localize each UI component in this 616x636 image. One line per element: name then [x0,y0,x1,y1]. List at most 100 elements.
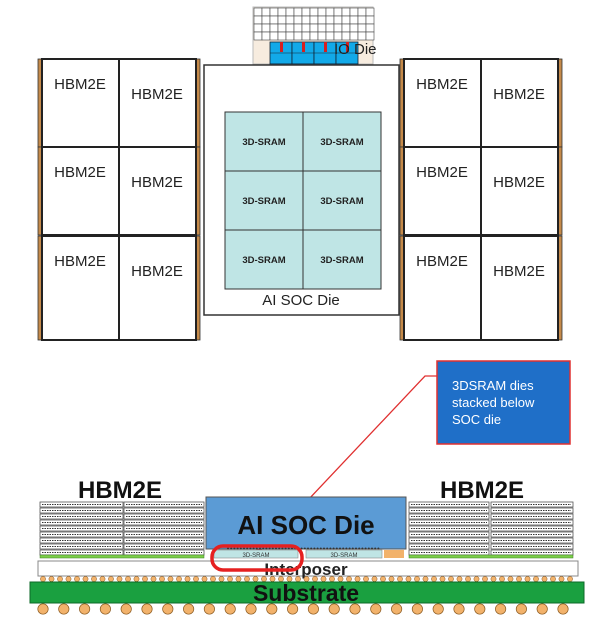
hbm-label: HBM2E [416,164,468,181]
hbm-right-label: HBM2E [440,477,524,504]
soc-die-label: AI SOC Die [262,292,340,309]
c4-bump [227,576,233,582]
hbm-dram-layer [39,519,124,526]
hbm-dram-layer [39,507,124,514]
hbm-label: HBM2E [131,174,183,191]
hbm-block [41,235,120,341]
io-grid-cell [325,15,335,25]
interposer-label: Interposer [264,560,348,579]
solder-ball [37,603,49,615]
hbm-base-die [408,554,574,559]
c4-bump [210,576,216,582]
io-grid-cell [309,23,319,33]
io-grid-cell [261,31,271,41]
solder-ball [99,603,111,615]
c4-bump [490,576,497,582]
hbm-block [480,146,559,236]
io-grid-cell [285,23,295,33]
c4-bump [456,576,463,582]
io-grid-cell [325,31,335,41]
io-grid-cell [349,31,359,41]
io-grid-cell [349,23,359,33]
c4-bump [431,576,437,582]
io-die-grid [253,7,375,41]
hbm-block [480,235,559,341]
solder-ball [349,603,361,615]
hbm-dram-layer [39,537,124,544]
sram-tile-label: 3D-SRAM [242,255,285,266]
c4-bump [499,576,505,582]
sram-die-1-label: 3D-SRAM [242,553,269,559]
hbm-label: HBM2E [131,263,183,280]
c4-bump [533,576,539,582]
io-grid-cell [301,23,311,33]
io-grid-cell [317,15,327,25]
sram-tile [224,229,304,290]
solder-ball [120,603,132,615]
c4-bump [74,576,80,582]
io-grid-cell [333,23,343,33]
c4-bump [167,576,174,582]
c4-bump [465,576,471,582]
io-grid-cell [269,7,279,17]
solder-ball [58,603,70,615]
solder-ball [266,603,278,615]
hbm-label: HBM2E [493,174,545,191]
io-grid-cell [349,15,359,25]
io-grid-cell [365,7,375,17]
io-grid-cell [317,23,327,33]
hbm-block [403,58,482,148]
c4-bump [422,576,429,582]
c4-bump [397,576,403,582]
sram-tile-label: 3D-SRAM [320,255,363,266]
c4-bumps [40,576,573,582]
io-grid-cell [325,7,335,17]
io-grid-cell [277,7,287,17]
io-grid-cell [253,15,263,25]
c4-bump [82,576,89,582]
solder-ball [287,603,299,615]
hbm-label: HBM2E [493,86,545,103]
c4-bump [159,576,165,582]
io-grid-cell [293,15,303,25]
solder-ball [328,603,340,615]
sram-tile-label: 3D-SRAM [320,196,363,207]
c4-bump [201,576,208,582]
hbm-block [118,235,197,341]
solder-ball [432,603,444,615]
c4-bump [125,576,131,582]
solder-ball [536,603,548,615]
c4-bump [244,576,250,582]
c4-bump [40,576,46,582]
c4-bump [473,576,480,582]
solder-ball [141,603,153,615]
sram-tile [302,111,382,172]
io-grid-cell [357,31,367,41]
c4-bump [142,576,148,582]
c4-bump [193,576,199,582]
sram-tile [302,170,382,231]
hbm-stacks [39,501,574,559]
c4-bump [363,576,369,582]
io-grid-cell [301,31,311,41]
c4-bump [550,576,556,582]
solder-ball [245,603,257,615]
io-grid-cell [341,23,351,33]
c4-bump [507,576,514,582]
hbm-label: HBM2E [54,164,106,181]
cross-section: HBM2E HBM2E AI SOC Die 3D-SRAM 3D-SRAM I… [29,477,585,615]
sram-tile-label: 3D-SRAM [242,137,285,148]
callout-line-1: 3DSRAM dies [452,378,534,393]
c4-bump [371,576,378,582]
solder-ball [370,603,382,615]
solder-ball [162,603,174,615]
io-grid-cell [285,31,295,41]
c4-bump [482,576,488,582]
c4-bump [414,576,420,582]
io-grid-cell [333,7,343,17]
solder-ball [411,603,423,615]
c4-bump [48,576,55,582]
io-grid-cell [365,23,375,33]
